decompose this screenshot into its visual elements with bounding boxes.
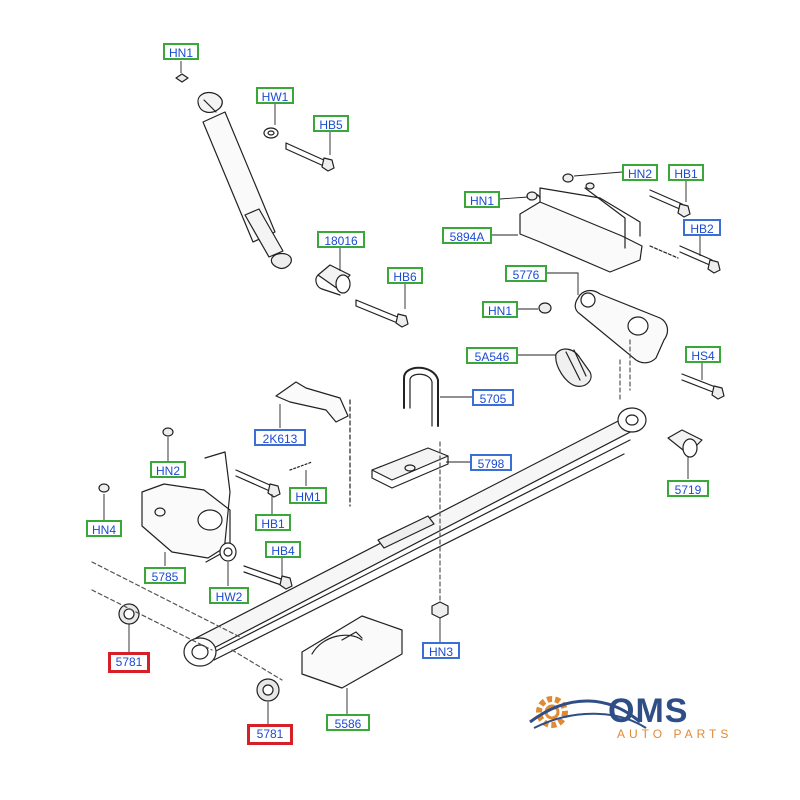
label-hb6: HB6 — [387, 267, 423, 284]
label-hn1-mid: HN1 — [464, 191, 500, 208]
bush-5781-left-part — [118, 603, 140, 625]
label-hb2: HB2 — [683, 219, 721, 236]
label-5781-bottom: 5781 — [247, 724, 293, 745]
label-hs4: HS4 — [685, 346, 721, 363]
label-hn2-right: HN2 — [622, 164, 658, 181]
label-18016: 18016 — [317, 231, 365, 248]
label-5785: 5785 — [144, 567, 186, 584]
hw2-washer-part — [219, 542, 237, 562]
hs4-bolt-part — [681, 373, 725, 400]
pad-5586-part — [301, 615, 403, 689]
label-hw2: HW2 — [209, 587, 249, 604]
bump-stop-5a546-part — [555, 348, 592, 387]
bush-5781-bottom-part — [256, 678, 280, 702]
hanger-bracket-5894a-part — [519, 173, 721, 274]
plate-5798-part — [371, 447, 449, 489]
label-5781-left: 5781 — [108, 652, 150, 673]
hb5-bolt-part — [285, 142, 335, 172]
brand-logo-text: OMS — [608, 692, 689, 730]
label-2k613: 2K613 — [254, 429, 306, 446]
label-hn1-top: HN1 — [163, 43, 199, 60]
label-hb4: HB4 — [265, 541, 301, 558]
label-5a546: 5A546 — [466, 347, 518, 364]
label-hw1: HW1 — [256, 87, 294, 104]
label-hn2-left: HN2 — [150, 461, 186, 478]
hb4-bolt-part — [243, 565, 293, 590]
label-hn3: HN3 — [422, 642, 460, 659]
u-bolt-5705-part — [403, 366, 439, 427]
label-5586: 5586 — [326, 714, 370, 731]
label-5776: 5776 — [505, 265, 547, 282]
label-hn4: HN4 — [86, 520, 122, 537]
label-hm1: HM1 — [289, 487, 327, 504]
label-5798: 5798 — [470, 454, 512, 471]
label-hb5: HB5 — [313, 115, 349, 132]
leaf-spring-part — [183, 407, 647, 667]
hw1-washer-part — [263, 127, 279, 139]
gear-icon — [529, 696, 647, 729]
shock-absorber-part — [175, 73, 292, 269]
hanger-5785-part — [98, 427, 231, 563]
label-hn1-lower: HN1 — [482, 301, 518, 318]
hb6-bolt-part — [355, 299, 409, 328]
shackle-5776-part — [538, 289, 669, 364]
brand-logo-subtext: AUTO PARTS — [617, 727, 733, 741]
label-5719: 5719 — [667, 480, 709, 497]
label-hb1-left: HB1 — [255, 514, 291, 531]
label-hb1-right: HB1 — [668, 164, 704, 181]
hb1-left-bolt-part — [235, 461, 313, 498]
bush-5719-part — [667, 429, 703, 458]
bracket-2k613-part — [275, 381, 351, 507]
bush-18016-part — [315, 264, 351, 296]
hn3-nut-part — [431, 601, 449, 619]
label-5894a: 5894A — [442, 227, 492, 244]
label-5705: 5705 — [472, 389, 514, 406]
